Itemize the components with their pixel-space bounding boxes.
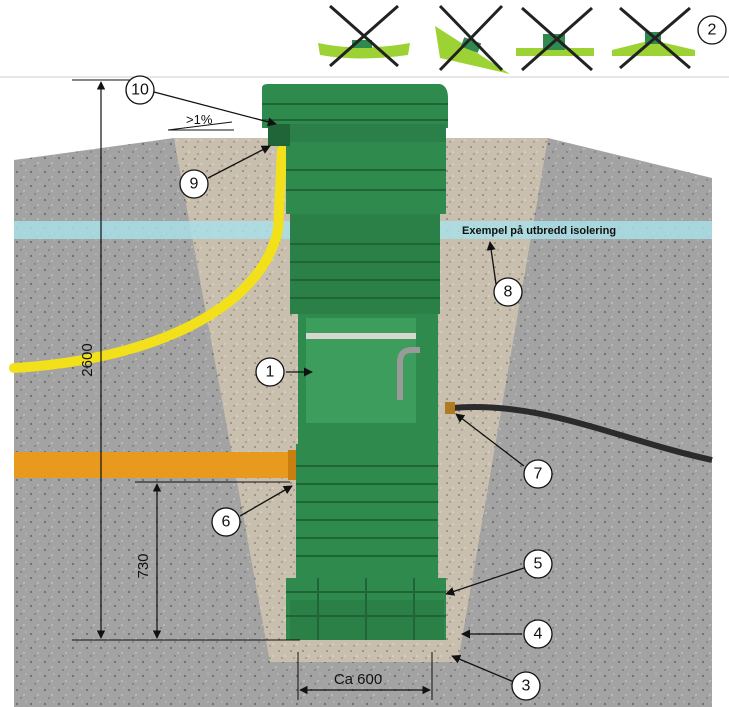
bottom-width-label: Ca 600: [334, 671, 382, 688]
callout-8: 8: [493, 277, 523, 307]
dimension-pipe-height: 730: [135, 481, 290, 639]
insulation-annotation: Exempel på utbredd isolering: [462, 225, 616, 237]
wrong-installations: [318, 4, 695, 74]
callout-2: 2: [697, 15, 727, 45]
total-depth-label: 2600: [79, 343, 96, 376]
dimension-bottom-width: Ca 600: [297, 652, 433, 700]
callout-9: 9: [179, 169, 209, 199]
cable-gland: [268, 124, 290, 146]
callout-7-number: 7: [534, 466, 543, 483]
pipe-height-label: 730: [135, 553, 152, 578]
callout-8-number: 8: [504, 284, 513, 301]
callout-10: 10: [125, 75, 155, 105]
dimension-total-depth: 2600: [72, 79, 300, 641]
wrong-install-cross-icon: [619, 6, 691, 70]
callout-4-number: 4: [534, 626, 543, 643]
wrong-install-cross-icon: [521, 6, 593, 72]
callout-6: 6: [211, 507, 241, 537]
callout-1: 1: [255, 357, 285, 387]
callout-4: 4: [523, 619, 553, 649]
inlet-pipe: [14, 452, 296, 478]
wrong-install-cross-icon: [329, 4, 399, 68]
slope-indicator: >1%: [167, 112, 234, 131]
leader-lines: [153, 91, 525, 683]
wrong-install-1: [318, 4, 410, 68]
wrong-install-cross-icon: [438, 4, 504, 72]
slope-label: >1%: [186, 112, 213, 127]
callout-5: 5: [523, 549, 553, 579]
callout-9-number: 9: [190, 176, 199, 193]
callout-3-number: 3: [522, 678, 531, 695]
callout-6-number: 6: [222, 514, 231, 531]
wrong-install-3: [516, 6, 594, 72]
callout-3: 3: [511, 671, 541, 701]
callout-2-number: 2: [708, 22, 717, 39]
outlet-hose: [451, 404, 713, 463]
well-ribs: [262, 103, 448, 640]
yellow-cable: [9, 145, 287, 373]
callout-5-number: 5: [534, 556, 543, 573]
wrong-install-2: [435, 4, 510, 74]
callout-7: 7: [523, 459, 553, 489]
wrong-install-4: [612, 6, 695, 70]
callout-1-number: 1: [266, 364, 275, 381]
callout-10-number: 10: [131, 82, 149, 99]
